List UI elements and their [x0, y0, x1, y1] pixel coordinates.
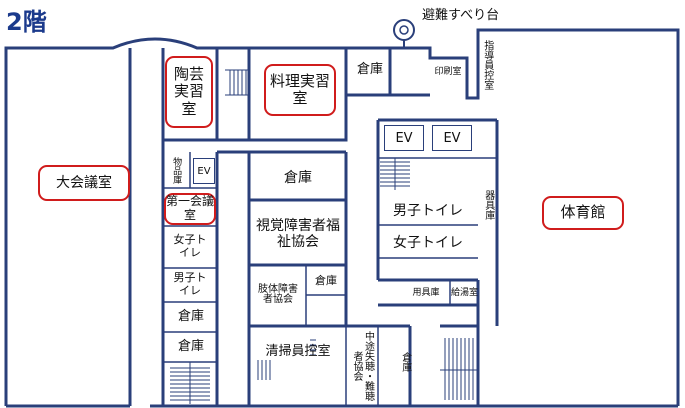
room-water-heater: 給湯室: [451, 287, 479, 298]
room-janitor: 清掃員控室: [265, 343, 331, 359]
room-storage-small: 倉庫: [315, 273, 337, 287]
room-instructor: 指導員控室: [481, 40, 493, 90]
room-print: 印刷室: [434, 66, 462, 77]
room-storage-top: 倉庫: [356, 61, 383, 77]
room-storage-bottom: 倉庫: [399, 352, 411, 372]
room-storage-items: 物品庫: [171, 156, 182, 184]
room-equipment-storage: 器具庫: [482, 190, 494, 220]
room-visual-assoc: 視覚障害者福祉協会: [256, 217, 340, 250]
room-tool-storage: 用具庫: [412, 287, 440, 298]
room-men-wc-left: 男子トイレ: [173, 271, 207, 297]
room-hearing-assoc: 中途失聴・難聴者協会: [351, 331, 374, 401]
room-storage-left-1: 倉庫: [177, 308, 204, 324]
room-women-wc-left: 女子トイレ: [173, 233, 207, 259]
room-meeting-1: 第一会議室: [164, 193, 216, 225]
room-women-wc-center: 女子トイレ: [393, 234, 463, 251]
room-limb-assoc: 肢体障害者協会: [258, 283, 298, 305]
room-storage-mid: 倉庫: [284, 169, 312, 186]
elevator-3: EV: [193, 158, 215, 184]
evacuation-slide-label: 避難すべり台: [422, 7, 500, 23]
evacuation-slide-icon: [393, 19, 415, 48]
room-pottery-lab: 陶芸実習室: [165, 56, 213, 128]
elevator-1: EV: [384, 125, 424, 151]
elevator-2: EV: [432, 125, 472, 151]
room-cooking-lab: 料理実習室: [264, 64, 336, 116]
room-gym: 体育館: [542, 196, 624, 230]
room-storage-left-2: 倉庫: [177, 338, 204, 354]
room-men-wc-center: 男子トイレ: [393, 202, 463, 219]
floor-label: 2階: [6, 8, 47, 36]
room-large-hall: 大会議室: [38, 165, 130, 201]
